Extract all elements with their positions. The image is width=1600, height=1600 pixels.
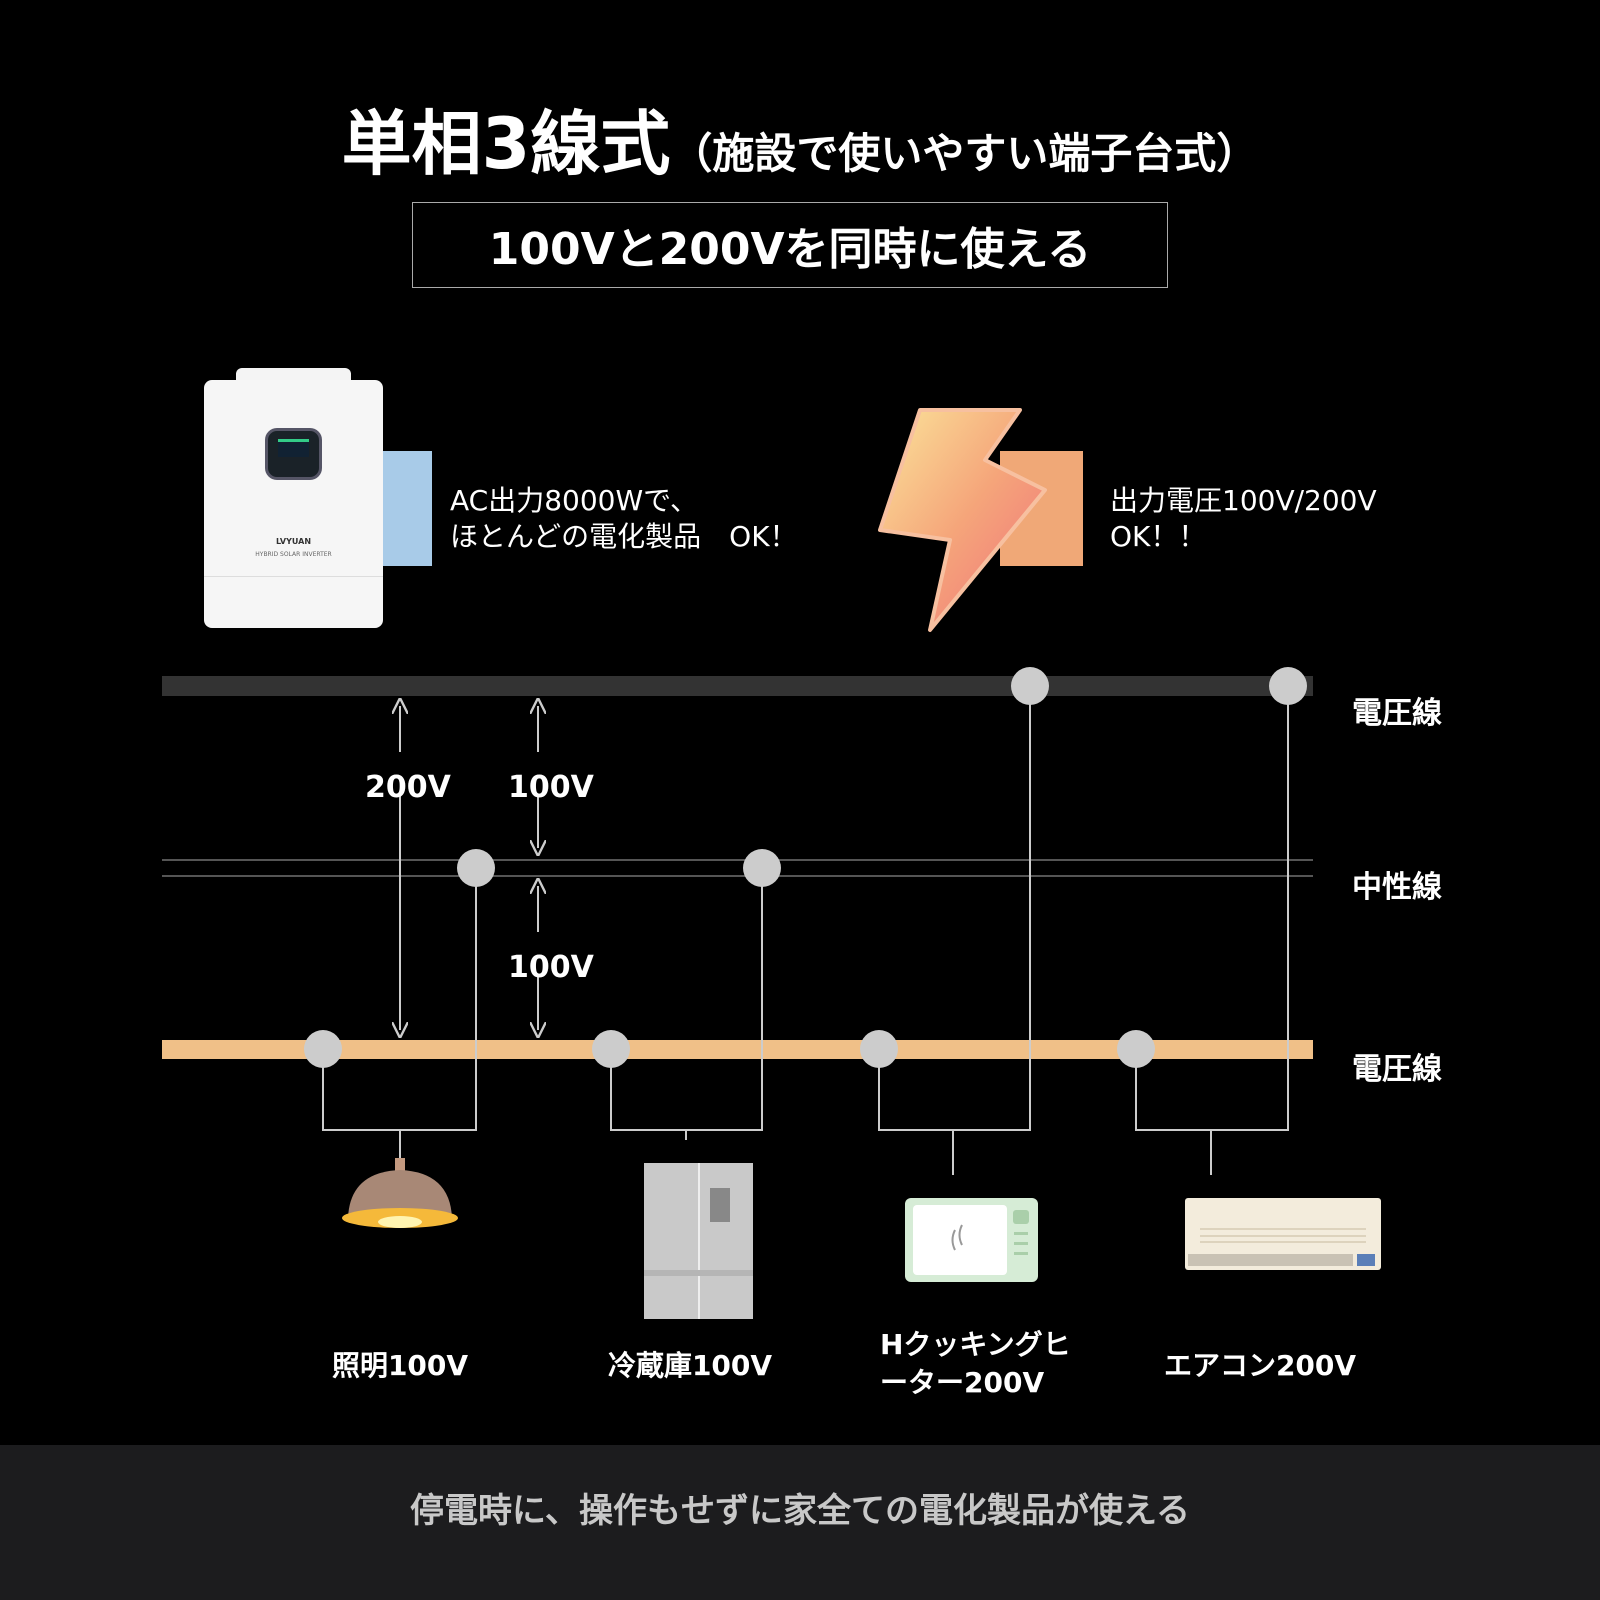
voltage-note: 出力電圧100V/200V OK！！	[1110, 484, 1377, 553]
appliance-label: エアコン200V	[1163, 1349, 1357, 1382]
node	[457, 849, 495, 887]
fridge-wire	[610, 868, 763, 1140]
subtitle-box: 100Vと200Vを同時に使える	[412, 202, 1168, 288]
lightning-icon	[878, 408, 1047, 632]
voltage-100v-bottom: 100V	[508, 950, 594, 985]
blue-accent-box	[383, 451, 432, 566]
cooking-heater-icon	[905, 1198, 1038, 1282]
node	[304, 1030, 342, 1068]
lamp-wire	[322, 868, 477, 1158]
inverter-note: AC出力8000Wで、 ほとんどの電化製品 OK！	[450, 484, 798, 553]
bottom-line-label: 電圧線	[1352, 1052, 1442, 1087]
inverter-brand: LVYUAN	[275, 537, 312, 546]
title-sub: （施設で使いやすい端子台式）	[670, 129, 1259, 178]
voltage-100v-top: 100V	[508, 770, 594, 805]
nodes	[304, 667, 1307, 1068]
inverter-image: LVYUAN HYBRID SOLAR INVERTER	[204, 368, 383, 628]
neutral-line-label: 中性線	[1352, 870, 1442, 905]
top-line-label: 電圧線	[1352, 696, 1442, 731]
air-conditioner-icon	[1185, 1198, 1381, 1270]
node	[1011, 667, 1049, 705]
bottom-voltage-line	[162, 1040, 1313, 1059]
wiring-diagram	[162, 667, 1381, 1319]
node	[743, 849, 781, 887]
page-title: 単相3線式（施設で使いやすい端子台式）	[0, 88, 1600, 189]
title-main: 単相3線式	[341, 103, 671, 185]
refrigerator-icon	[644, 1163, 753, 1319]
appliance-label: Hクッキングヒ ーター200V	[880, 1328, 1071, 1399]
node	[1269, 667, 1307, 705]
lamp-icon	[342, 1158, 458, 1228]
inverter-model: HYBRID SOLAR INVERTER	[255, 551, 332, 558]
top-voltage-line	[162, 676, 1313, 696]
appliance-label: 照明100V	[331, 1349, 469, 1382]
footer-banner: 停電時に、操作もせずに家全ての電化製品が使える	[0, 1445, 1600, 1600]
voltage-200v: 200V	[365, 770, 451, 805]
appliance-label: 冷蔵庫100V	[607, 1349, 773, 1382]
node	[1117, 1030, 1155, 1068]
aircon-wire	[1135, 686, 1289, 1175]
node	[592, 1030, 630, 1068]
inverter-screen	[265, 428, 322, 480]
node	[860, 1030, 898, 1068]
heater-wire	[878, 686, 1031, 1175]
